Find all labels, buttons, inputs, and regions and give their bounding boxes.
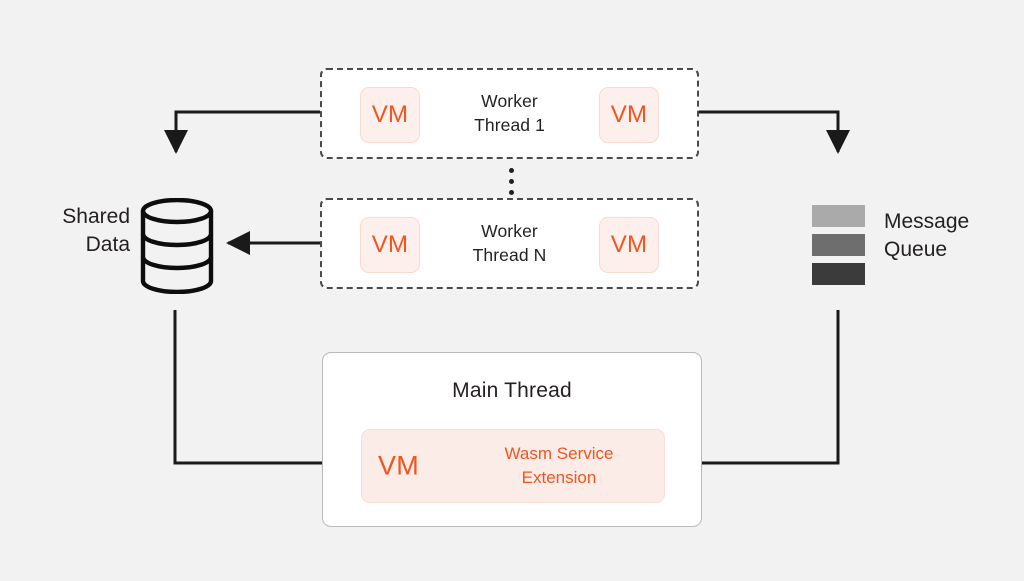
message-queue-bar-light (812, 205, 865, 227)
database-cylinder-icon (140, 198, 214, 294)
message-queue-bar-medium (812, 234, 865, 256)
main-thread-box[interactable]: Main Thread VM Wasm Service Extension (322, 352, 702, 527)
worker-1-vm-left[interactable]: VM (360, 87, 420, 143)
wasm-service-extension-label: Wasm Service Extension (504, 444, 614, 487)
worker-thread-n-box[interactable]: VM Worker Thread N VM (320, 198, 699, 289)
worker-n-vm-right[interactable]: VM (599, 217, 659, 273)
main-thread-title: Main Thread (452, 379, 572, 402)
worker-n-label: Worker Thread N (472, 220, 547, 266)
worker-1-label: Worker Thread 1 (474, 90, 545, 136)
vertical-ellipsis-icon (507, 168, 515, 201)
wasm-vm-label: VM (378, 450, 420, 481)
wasm-service-extension-box[interactable]: VM Wasm Service Extension (361, 429, 665, 503)
shared-data-label: Shared Data (62, 205, 130, 257)
wire-message-queue-to-main-thread (676, 310, 840, 475)
message-queue-label: Message Queue (884, 210, 970, 262)
worker-n-vm-left[interactable]: VM (360, 217, 420, 273)
message-queue-bar-dark (812, 263, 865, 285)
wire-worker1-to-shared-data (164, 110, 330, 154)
worker-thread-1-box[interactable]: VM Worker Thread 1 VM (320, 68, 699, 159)
worker-1-vm-right[interactable]: VM (599, 87, 659, 143)
